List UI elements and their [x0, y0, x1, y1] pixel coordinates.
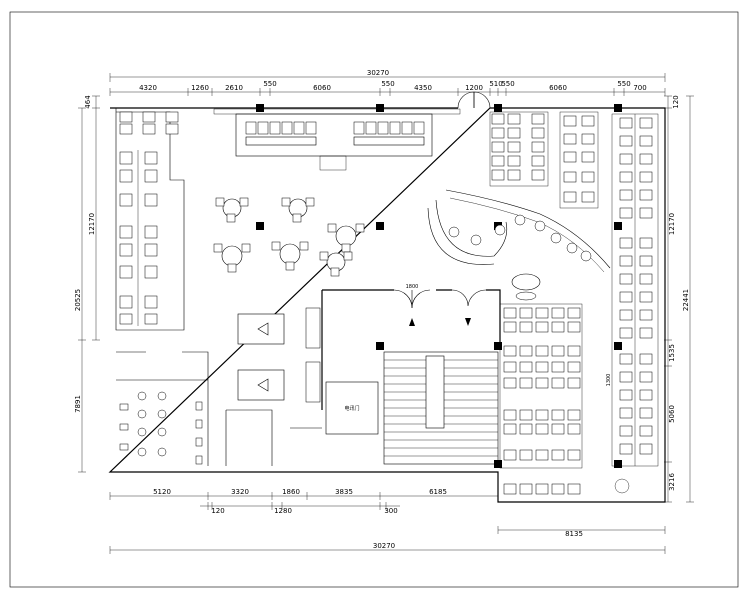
inner-dim-label: 1300	[606, 374, 612, 387]
top-dimension-total: 30270	[109, 69, 666, 82]
lounge-clusters	[213, 197, 365, 277]
right-bottom-pc-area	[499, 303, 583, 495]
top-dim-11: 6060	[549, 84, 567, 92]
bottom-small-1: 120	[211, 507, 224, 515]
bottom-small-3: 300	[384, 507, 397, 515]
bottom-dim-3: 1860	[282, 488, 300, 496]
right-inner-2: 12170	[668, 213, 676, 235]
left-inner-1: 464	[84, 95, 92, 109]
left-dimension-outer: 20525 7891	[74, 107, 86, 473]
top-counter-area	[213, 108, 461, 171]
left-inner-2: 12170	[88, 213, 96, 235]
top-dim-7: 4350	[414, 84, 432, 92]
top-dim-8: 1200	[465, 84, 483, 92]
right-inner-4: 5060	[668, 405, 676, 423]
bottom-dim-4: 3835	[335, 488, 353, 496]
right-top-pc-area	[489, 111, 599, 209]
top-total-label: 30270	[367, 69, 389, 77]
curved-bar	[427, 189, 611, 301]
right-wall-pc-strip: 1300	[606, 113, 659, 494]
top-dim-5: 6060	[313, 84, 331, 92]
top-dim-12: 550	[617, 80, 630, 88]
left-pc-room	[115, 108, 185, 331]
right-inner-3: 1535	[668, 344, 676, 362]
billiard-tables	[237, 313, 285, 401]
right-inner-1: 120	[672, 95, 680, 108]
bottom-small-2: 1280	[274, 507, 292, 515]
bottom-dimension-chain: 5120 3320 1860 3835 6185 120 1280 300	[109, 488, 499, 515]
sheet-border	[9, 11, 739, 588]
bottom-total-label: 30270	[373, 542, 395, 550]
top-dim-3: 2610	[225, 84, 243, 92]
right-dimension-inner: 120 12170 1535 5060 3216	[664, 95, 680, 503]
central-core: 1800 电讯门	[305, 284, 501, 465]
bottom-dimension-total: 30270	[109, 542, 666, 554]
right-outer-1: 22441	[682, 289, 690, 311]
left-outer-1: 20525	[74, 289, 82, 311]
top-dim-9: 510	[489, 80, 502, 88]
top-dimension-chain: 4320 1260 2610 550 6060 550 4350 1200 51…	[109, 80, 666, 96]
room-label: 电讯门	[344, 405, 359, 412]
top-dim-6: 550	[381, 80, 394, 88]
bottom-dim-5: 6185	[429, 488, 447, 496]
bottom-dim-2: 3320	[231, 488, 249, 496]
left-dimension-inner: 464 12170	[84, 95, 100, 341]
left-outer-2: 7891	[74, 395, 82, 413]
entrance-door	[457, 91, 491, 109]
bottom-dimension-right: 8135	[497, 526, 666, 538]
top-dim-10: 550	[501, 80, 514, 88]
right-dimension-outer: 22441	[682, 95, 694, 503]
top-dim-1: 4320	[139, 84, 157, 92]
bottom-dim-1: 5120	[153, 488, 171, 496]
restrooms	[116, 351, 322, 466]
door-width-label: 1800	[406, 284, 419, 290]
outer-wall	[108, 107, 666, 503]
top-dim-4: 550	[263, 80, 276, 88]
top-dim-13: 700	[633, 84, 646, 92]
top-dim-2: 1260	[191, 84, 209, 92]
bottom-right-label: 8135	[565, 530, 583, 538]
right-inner-5: 3216	[668, 473, 676, 491]
